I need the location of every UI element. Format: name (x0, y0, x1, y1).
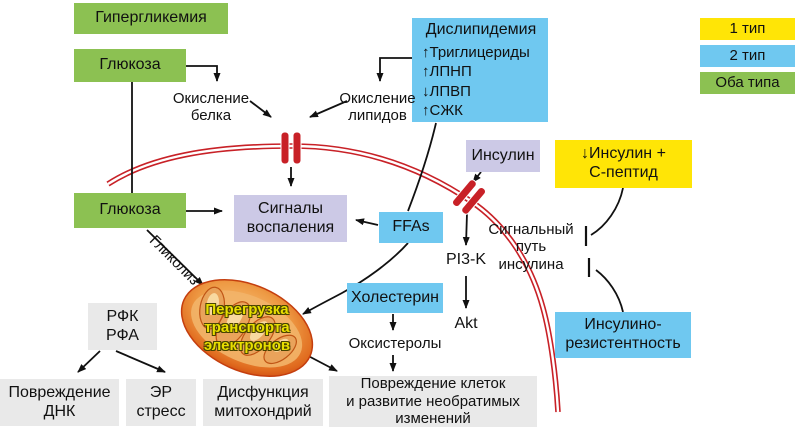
connector-channel-pi3k (462, 212, 470, 246)
node-insulin-cpeptide: ↓Инсулин + С-пептид (555, 140, 692, 188)
label-lipid-oxidation-line2: липидов (348, 107, 407, 125)
connector-dyslipidemia-ffas (407, 122, 437, 212)
node-insulin-cpeptide-line2: С-пептид (589, 164, 658, 181)
connector-ros-dna (77, 350, 101, 373)
node-dna-damage: Повреждение ДНК (0, 379, 119, 426)
node-insulin: Инсулин (466, 140, 540, 172)
node-ros-line1: РФК (106, 307, 139, 325)
label-pi3k: PI3-K (445, 251, 486, 268)
node-cell-damage: Повреждение клеток и развитие необратимы… (329, 374, 537, 428)
node-inflammation-line2: воспаления (246, 218, 335, 236)
label-protein-oxidation-line2: белка (190, 107, 232, 125)
node-dna-damage-line2: ДНК (43, 402, 76, 420)
node-cholesterol-label: Холестерин (351, 288, 439, 306)
label-mito-overload-line3: электронов (203, 337, 291, 354)
dyslipidemia-item: ↑Триглицериды (422, 43, 530, 61)
cell-membrane-line (106, 143, 561, 413)
node-ros: РФК РФА (88, 303, 157, 350)
node-insulin-resistance-line1: Инсулино- (584, 316, 662, 334)
node-insulin-resistance-line2: резистентность (565, 335, 681, 352)
connector-glycolysis-mito (146, 229, 204, 286)
node-glucose-top-label: Глюкоза (99, 56, 161, 74)
label-insulin-pathway: Сигнальный путь инсулина (486, 221, 576, 273)
label-insulin-pathway-line2: путь (515, 238, 547, 256)
legend-both-types-label: Оба типа (715, 74, 780, 92)
node-cell-damage-line2: и развитие необратимых (346, 392, 520, 410)
node-ffas: FFAs (379, 212, 443, 243)
node-ffas-label: FFAs (392, 218, 430, 236)
label-lipid-oxidation-line1: Окисление (339, 90, 416, 107)
node-glucose-top: Глюкоза (74, 49, 186, 82)
connector-ffas-inflammation (355, 218, 379, 226)
node-inflammation-line1: Сигналы (258, 199, 323, 217)
node-cell-damage-line3: изменений (395, 410, 471, 428)
label-protein-oxidation-line1: Окисление (172, 90, 250, 107)
dyslipidemia-item: ↓ЛПВП (422, 82, 471, 100)
node-glucose-bottom-label: Глюкоза (99, 201, 161, 219)
node-glucose-bottom: Глюкоза (74, 193, 186, 228)
node-insulin-label: Инсулин (471, 146, 535, 164)
legend-type2-label: 2 тип (729, 47, 766, 65)
connector-resistance-pathway (595, 269, 624, 313)
node-er-stress: ЭР стресс (126, 379, 196, 426)
label-protein-oxidation: Окисление белка (165, 90, 257, 125)
legend-type1: 1 тип (700, 18, 795, 40)
node-ros-line2: РФА (106, 326, 139, 344)
label-lipid-oxidation: Окисление липидов (325, 90, 430, 125)
label-akt: Akt (454, 315, 478, 332)
node-mito-dysfunction-line2: митохондрий (214, 402, 312, 420)
node-mito-dysfunction-line1: Дисфункция (217, 383, 309, 401)
label-mito-overload-line1: Перегрузка (205, 301, 289, 318)
connector-ros-erstress (115, 350, 166, 373)
node-cell-damage-line1: Повреждение клеток (360, 374, 506, 392)
label-insulin-pathway-line1: Сигнальный (488, 221, 574, 238)
node-insulin-cpeptide-line1: ↓Инсулин + (581, 145, 666, 163)
node-hyperglycemia-label: Гипергликемия (95, 9, 207, 27)
connector-ffas-mito (302, 242, 409, 315)
dyslipidemia-item: ↑СЖК (422, 102, 463, 120)
connector-glucose-proteinox (186, 65, 221, 82)
connector-lipidox-channel (309, 100, 348, 118)
node-hyperglycemia: Гипергликемия (74, 3, 228, 34)
membrane-channel-icon (280, 131, 302, 165)
node-cholesterol: Холестерин (347, 283, 443, 313)
node-er-stress-line1: ЭР (149, 383, 173, 401)
node-dyslipidemia-title: Дислипидемия (425, 21, 537, 39)
node-dyslipidemia: Дислипидемия ↑Триглицериды ↑ЛПНП ↓ЛПВП ↑… (412, 18, 548, 122)
legend-both-types: Оба типа (700, 72, 795, 94)
label-mito-overload-line2: транспорта (204, 319, 290, 336)
connector-dyslipidemia-lipidox (376, 57, 412, 82)
node-insulin-resistance: Инсулино- резистентность (555, 312, 691, 358)
membrane-channel-icon (451, 179, 487, 215)
connector-cpeptide-pathway (590, 187, 624, 236)
node-dna-damage-line1: Повреждение (8, 383, 111, 401)
node-inflammation-signals: Сигналы воспаления (234, 195, 347, 242)
label-mito-overload: Перегрузка транспорта электронов (179, 301, 315, 355)
node-er-stress-line2: стресс (136, 402, 186, 420)
mitochondria-icon (180, 278, 314, 378)
node-mito-dysfunction: Дисфункция митохондрий (203, 379, 323, 426)
legend-type1-label: 1 тип (729, 20, 766, 38)
label-insulin-pathway-line3: инсулина (498, 255, 564, 273)
connector-proteinox-channel (249, 100, 272, 118)
legend-type2: 2 тип (700, 45, 795, 67)
dyslipidemia-item: ↑ЛПНП (422, 63, 472, 81)
label-oxysterols: Оксистеролы (348, 335, 442, 352)
